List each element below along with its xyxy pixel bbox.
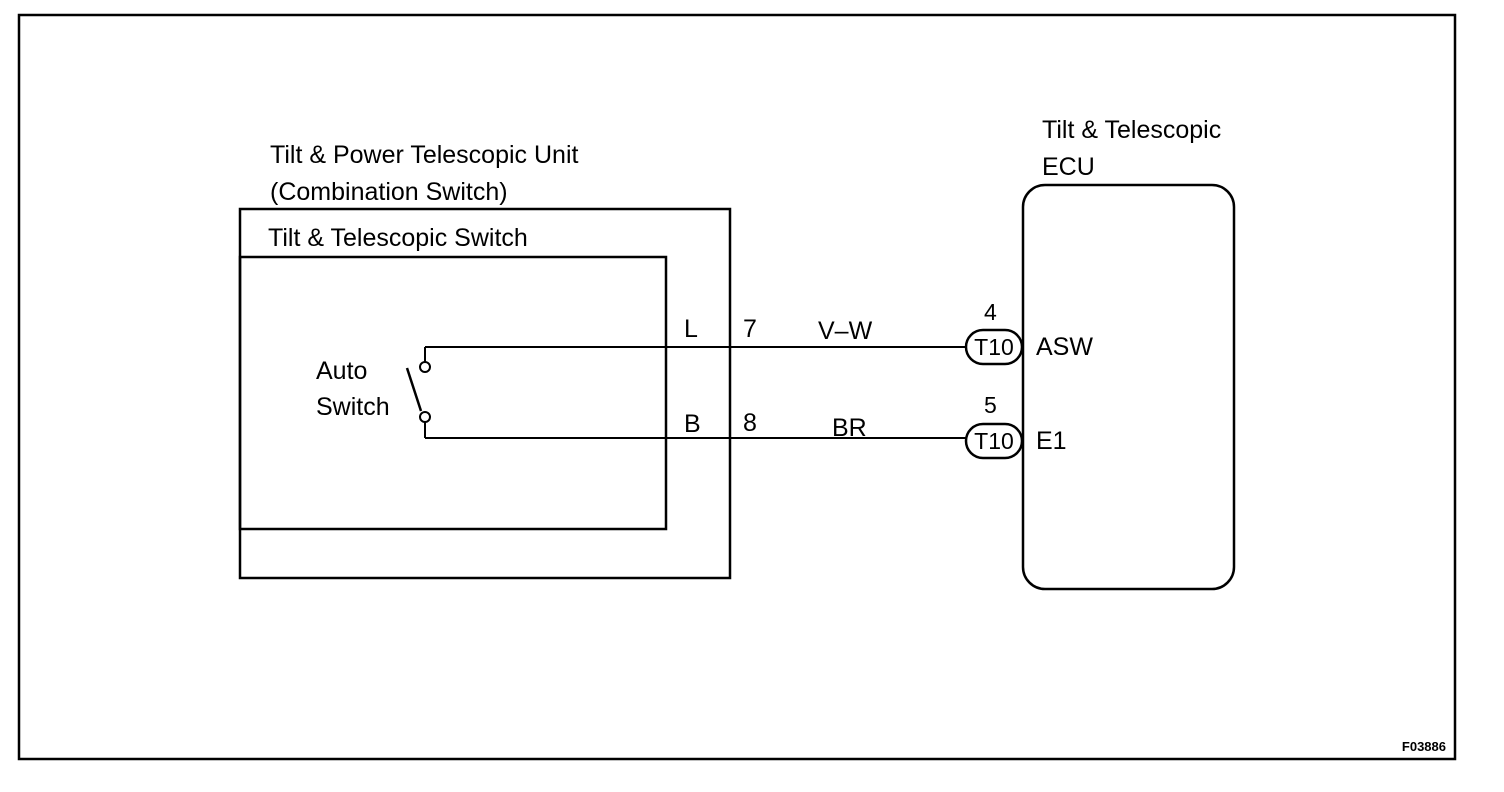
inner-switch-title: Tilt & Telescopic Switch — [268, 224, 528, 252]
unit-title-line2: (Combination Switch) — [270, 178, 508, 206]
wire-color-v-w: V–W — [818, 317, 873, 345]
ecu-pin-4: 4 — [984, 299, 997, 325]
connector-label-t10-e1: T10 — [974, 428, 1014, 454]
figure-border — [17, 13, 1457, 761]
auto-switch-label-line2: Switch — [316, 393, 390, 421]
auto-switch-symbol — [405, 347, 431, 438]
ecu-title-line1: Tilt & Telescopic — [1042, 116, 1221, 144]
tilt-telescopic-switch-box — [238, 255, 668, 531]
combination-switch-unit-box — [238, 207, 732, 580]
wire-asw: L 7 V–W 4 T10 ASW — [425, 299, 1093, 366]
figure-code: F03886 — [1402, 739, 1446, 754]
unit-pin-7: 7 — [743, 315, 757, 343]
ecu-pin-5: 5 — [984, 392, 997, 418]
unit-title-line1: Tilt & Power Telescopic Unit — [270, 141, 579, 169]
auto-switch-label-line1: Auto — [316, 357, 367, 385]
ecu-box — [1021, 183, 1236, 591]
unit-pin-8: 8 — [743, 409, 757, 437]
switch-terminal-l: L — [684, 315, 698, 343]
connector-label-t10-asw: T10 — [974, 334, 1014, 360]
ecu-terminal-e1: E1 — [1036, 427, 1067, 455]
wire-color-br: BR — [832, 414, 867, 442]
ecu-title-line2: ECU — [1042, 153, 1095, 181]
switch-terminal-b: B — [684, 410, 701, 438]
ecu-terminal-asw: ASW — [1036, 333, 1093, 361]
wire-e1: B 8 BR 5 T10 E1 — [425, 392, 1067, 460]
